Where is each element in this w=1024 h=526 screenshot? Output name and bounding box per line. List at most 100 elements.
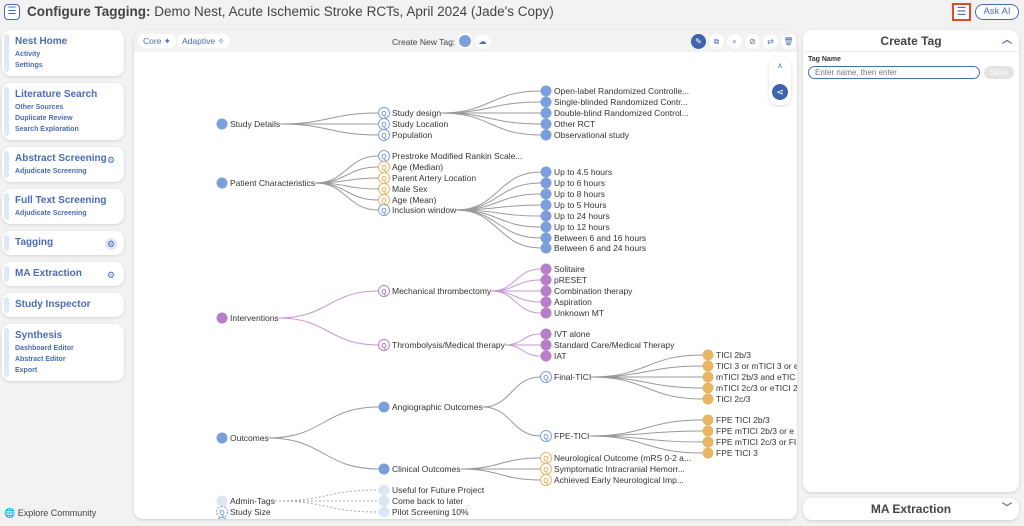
- tag-node[interactable]: Single-blinded Randomized Contr...: [540, 96, 688, 108]
- sidebar-subitem[interactable]: Other Sources: [15, 104, 64, 111]
- tag-node[interactable]: Up to 8 hours: [540, 188, 606, 200]
- sidebar-subitem[interactable]: Settings: [15, 62, 43, 69]
- tag-node[interactable]: Solitaire: [540, 263, 585, 275]
- tag-node[interactable]: Combination therapy: [540, 285, 634, 297]
- tag-node[interactable]: Up to 24 hours: [540, 210, 610, 222]
- sidebar-subitem[interactable]: Duplicate Review: [15, 115, 73, 122]
- collapse-icon[interactable]: ︿: [1002, 35, 1012, 46]
- sidebar-subitem[interactable]: Adjudicate Screening: [15, 168, 87, 175]
- tag-node[interactable]: Clinical Outcomes: [378, 463, 461, 475]
- ma-extraction-panel[interactable]: MA Extraction﹀: [803, 498, 1019, 520]
- tag-node[interactable]: Between 6 and 24 hours: [540, 242, 647, 254]
- gear-icon[interactable]: ⚙: [105, 238, 117, 250]
- dashboard-icon[interactable]: ☰: [952, 3, 971, 21]
- tag-node[interactable]: Pilot Screening 10%: [378, 506, 469, 518]
- tag-node[interactable]: FPE mTICI 2c/3 or FI: [702, 436, 797, 448]
- tag-node[interactable]: Other RCT: [540, 118, 596, 130]
- sidebar-item-title[interactable]: Synthesis: [15, 330, 63, 341]
- trash-icon[interactable]: 🗑: [781, 34, 796, 49]
- copy-icon[interactable]: ⧉: [709, 34, 724, 49]
- tag-node[interactable]: Admin-Tags: [216, 495, 275, 507]
- tag-node[interactable]: IAT: [540, 350, 567, 362]
- sidebar-item-title[interactable]: Literature Search: [15, 89, 98, 100]
- tag-node[interactable]: Unknown MT: [540, 307, 605, 319]
- tag-node[interactable]: Study Details: [216, 118, 281, 130]
- tag-node[interactable]: Outcomes: [216, 432, 269, 444]
- sidebar-item-title[interactable]: Nest Home: [15, 36, 68, 47]
- tag-node[interactable]: Angiographic Outcomes: [378, 401, 483, 413]
- sidebar-subitem[interactable]: Activity: [15, 51, 41, 58]
- sidebar-item-title[interactable]: Study Inspector: [15, 299, 91, 310]
- share-icon[interactable]: ⋖: [772, 84, 788, 100]
- tag-node[interactable]: Interventions: [216, 312, 279, 324]
- tag-node[interactable]: Up to 5 Hours: [540, 199, 607, 211]
- tag-node[interactable]: Up to 4.5 hours: [540, 166, 613, 178]
- expand-icon[interactable]: ﹀: [1002, 503, 1012, 514]
- explore-community-link[interactable]: 🌐 Explore Community: [4, 508, 97, 518]
- hide-icon[interactable]: ⊘: [745, 34, 760, 49]
- tag-node[interactable]: Observational study: [540, 129, 630, 141]
- hierarchy-icon[interactable]: ⋏: [777, 61, 783, 70]
- tag-node[interactable]: pRESET: [540, 274, 588, 286]
- tag-node[interactable]: Come back to later: [378, 495, 464, 507]
- sidebar-subitem[interactable]: Export: [15, 367, 38, 374]
- tag-node[interactable]: Useful for Future Project: [378, 484, 485, 496]
- adaptive-button[interactable]: Adaptive ✧: [177, 34, 230, 48]
- tag-node[interactable]: mTICI 2c/3 or eTICI 2: [702, 382, 798, 394]
- sidebar-subitem[interactable]: Adjudicate Screening: [15, 210, 87, 217]
- tag-node[interactable]: Up to 12 hours: [540, 221, 610, 233]
- sidebar-section-ma-extraction[interactable]: MA Extraction ⚙: [2, 262, 124, 286]
- sidebar-subitem[interactable]: Search Exploration: [15, 126, 79, 133]
- tag-node[interactable]: Up to 6 hours: [540, 177, 606, 189]
- save-button[interactable]: Save: [984, 66, 1014, 79]
- edit-icon[interactable]: ✎: [691, 34, 706, 49]
- sidebar-item-title[interactable]: Abstract Screening: [15, 153, 107, 164]
- sidebar-section-tagging[interactable]: Tagging ⚙: [2, 231, 124, 255]
- tag-node[interactable]: FPE TICI 2b/3: [702, 414, 770, 426]
- tag-node[interactable]: Between 6 and 16 hours: [540, 232, 647, 244]
- tag-name-input[interactable]: [808, 66, 980, 79]
- tag-node[interactable]: Double-blind Randomized Control...: [540, 107, 689, 119]
- sidebar-subitem[interactable]: Abstract Editor: [15, 356, 66, 363]
- tag-node[interactable]: Aspiration: [540, 296, 593, 308]
- tag-node[interactable]: FPE mTICI 2b/3 or e: [702, 425, 795, 437]
- sidebar-section-study-inspector[interactable]: Study Inspector: [2, 293, 124, 317]
- tag-node[interactable]: IVT alone: [540, 328, 591, 340]
- tag-node[interactable]: FPE TICI 3: [702, 447, 759, 459]
- core-button[interactable]: Core ✦: [138, 34, 176, 48]
- swap-icon[interactable]: ⇄: [763, 34, 778, 49]
- gear-icon[interactable]: ⚙: [106, 270, 116, 280]
- tag-node[interactable]: TICI 3 or mTICI 3 or e: [702, 360, 798, 372]
- tag-node[interactable]: mTICI 2b/3 and eTIC: [702, 371, 796, 383]
- sidebar-item-title[interactable]: MA Extraction: [15, 268, 82, 279]
- tag-color-picker[interactable]: [459, 35, 471, 47]
- tag-node[interactable]: Patient Characteristics: [216, 177, 316, 189]
- sidebar-item-title[interactable]: Tagging: [15, 237, 54, 248]
- tag-node[interactable]: Open-label Randomized Controlle...: [540, 85, 690, 97]
- sidebar-item-title[interactable]: Full Text Screening: [15, 195, 107, 206]
- tag-node[interactable]: Standard Care/Medical Therapy: [540, 339, 676, 351]
